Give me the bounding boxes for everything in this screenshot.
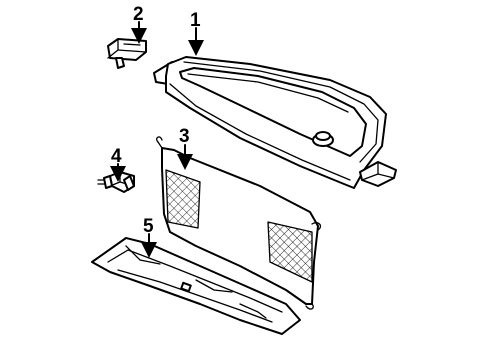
callout-1: 1 [190,10,201,31]
callout-5: 5 [143,216,154,237]
part-3-cargo-net [156,136,322,310]
part-5-floor-trim [91,237,301,335]
part-2-clip [107,38,147,69]
callout-3: 3 [179,126,190,147]
part-4-fastener [97,171,135,193]
part-1-parcel-shelf [153,56,397,189]
callout-2: 2 [133,4,144,25]
callout-4: 4 [111,146,122,167]
